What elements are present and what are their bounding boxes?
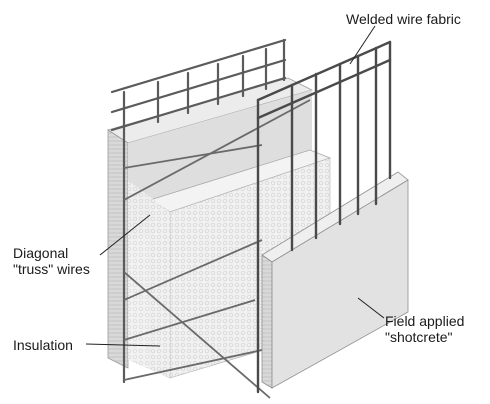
- field-applied-shotcrete-label-line-2: "shotcrete": [385, 329, 453, 345]
- leader-insulation: [85, 343, 161, 347]
- welded-wire-fabric-label: Welded wire fabric: [346, 11, 461, 27]
- diagonal-truss-wires-label: Diagonal "truss" wires: [13, 245, 90, 277]
- leader-diagonal-truss-wires: [99, 214, 151, 256]
- insulation-label: Insulation: [13, 337, 73, 353]
- field-applied-shotcrete-label-line-1: Field applied: [385, 313, 465, 329]
- field-applied-shotcrete-label: Field applied "shotcrete": [385, 313, 464, 345]
- front-shotcrete-layer: [261, 171, 409, 389]
- leader-welded-wire-fabric: [349, 25, 376, 65]
- diagonal-truss-wires: [123, 99, 311, 399]
- leader-lines: [85, 25, 385, 347]
- diagonal-truss-wires-label-line-1: Diagonal: [13, 245, 69, 261]
- front-wire-mesh: [256, 40, 392, 394]
- back-wire-mesh: [110, 38, 287, 384]
- leader-shotcrete: [357, 297, 385, 319]
- diagonal-truss-wires-label-line-2: "truss" wires: [13, 261, 90, 277]
